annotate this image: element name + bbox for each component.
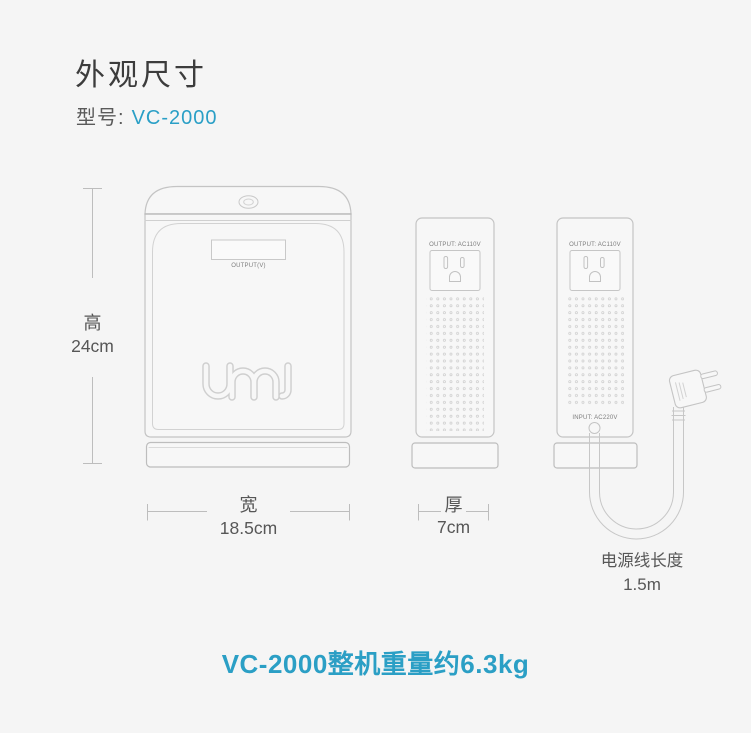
back-input-label: INPUT: AC220V xyxy=(572,415,617,421)
back-output-label: OUTPUT: AC110V xyxy=(569,242,621,248)
device-lid xyxy=(144,185,352,215)
cord-length-value: 1.5m xyxy=(623,575,661,594)
power-plug-icon xyxy=(668,369,722,409)
side-output-label: OUTPUT: AC110V xyxy=(429,242,481,248)
power-cord xyxy=(589,430,684,540)
depth-dimension xyxy=(418,504,489,521)
device-body xyxy=(144,213,352,438)
model-row: 型号: VC-2000 xyxy=(76,101,218,130)
depth-value: 7cm xyxy=(437,517,470,537)
height-value: 24cm xyxy=(71,336,114,356)
model-label: 型号: xyxy=(76,107,125,129)
umi-logo xyxy=(202,362,292,401)
front-face-outline xyxy=(152,223,345,430)
back-view-device: OUTPUT: AC110V INPUT: AC220V xyxy=(553,217,722,540)
width-label: 宽 xyxy=(240,495,258,515)
front-view-device: OUTPUT(V) xyxy=(144,185,352,468)
back-base xyxy=(553,442,638,469)
weight-note: VC-2000整机重量约6.3kg xyxy=(221,649,530,679)
cord-port xyxy=(588,422,601,434)
outlet-socket xyxy=(429,250,481,291)
side-vent-dots xyxy=(426,297,484,431)
plug-neck xyxy=(671,407,686,430)
front-base xyxy=(145,441,351,468)
back-vent-dots xyxy=(566,297,624,405)
outlet-socket xyxy=(569,250,621,291)
width-value: 18.5cm xyxy=(220,518,277,538)
voltage-display xyxy=(211,239,286,260)
side-view-device: OUTPUT: AC110V xyxy=(411,217,499,469)
height-dimension xyxy=(83,188,102,464)
model-number: VC-2000 xyxy=(131,107,218,129)
side-base xyxy=(411,442,499,469)
display-label: OUTPUT(V) xyxy=(231,263,265,269)
power-button-inner-icon xyxy=(243,198,254,206)
width-dimension xyxy=(147,504,350,521)
power-button-icon xyxy=(238,195,259,209)
height-label: 高 xyxy=(84,313,102,333)
page-title: 外观尺寸 xyxy=(75,59,207,92)
depth-label: 厚 xyxy=(445,495,463,515)
cord-length-label: 电源线长度 xyxy=(601,551,684,570)
